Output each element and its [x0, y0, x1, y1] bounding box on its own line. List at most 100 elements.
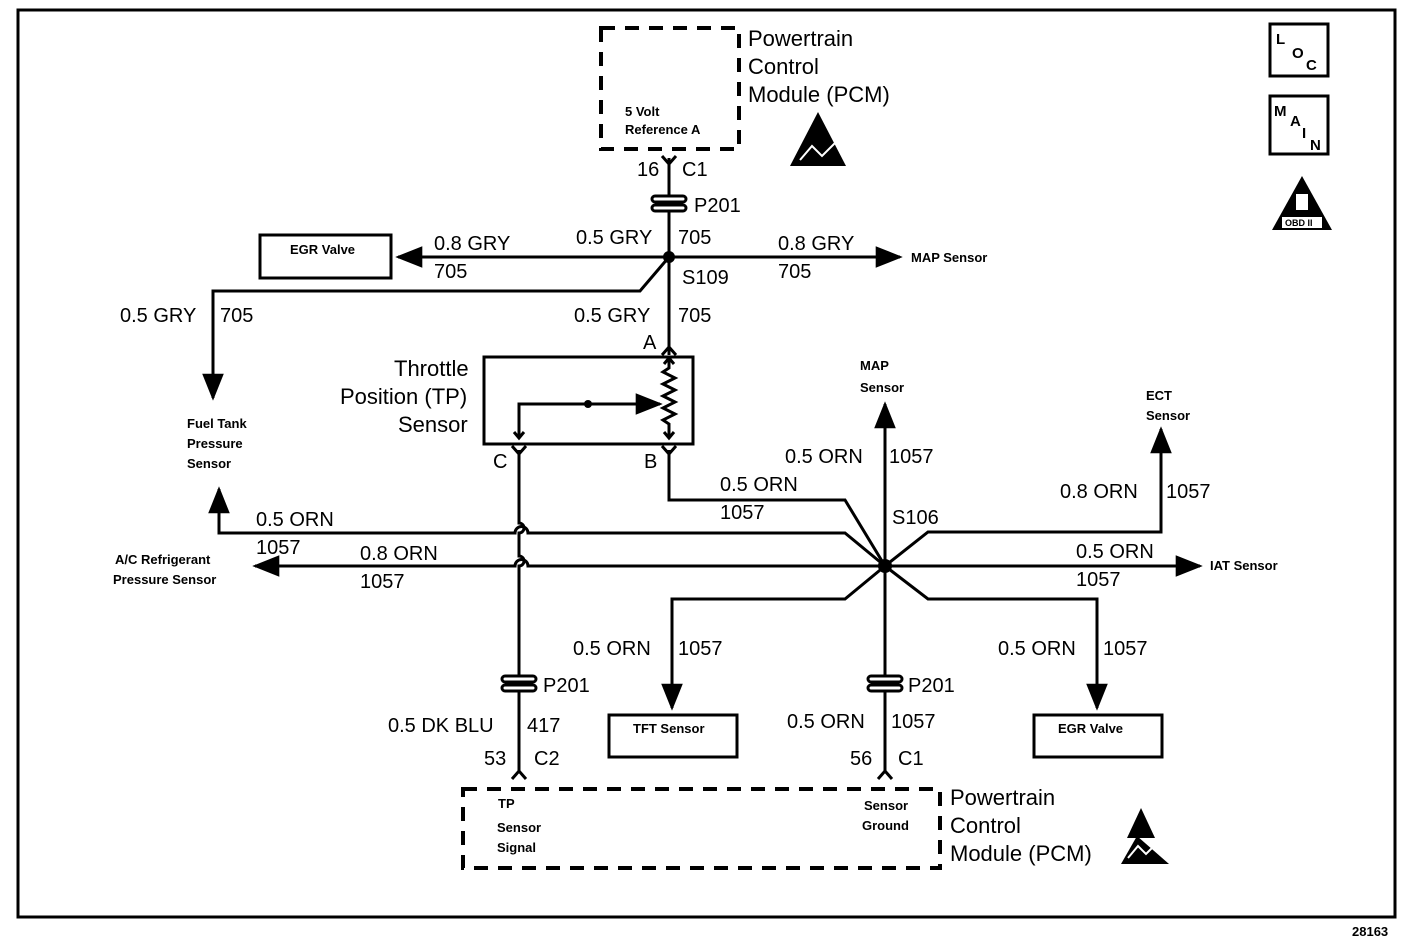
wire-label-1057-iat: 1057 [1076, 569, 1121, 591]
p201-label-top: P201 [694, 195, 741, 217]
wire-label-orn-iat: 0.5 ORN [1076, 541, 1154, 563]
pcm-top-circuit-1: 5 Volt [625, 104, 660, 119]
map-sensor-top-label: MAP Sensor [911, 250, 987, 265]
svg-text:M: M [1274, 103, 1287, 120]
pcm-top-connector: C1 [682, 159, 708, 181]
tp-sensor-label-3: Sensor [398, 412, 468, 437]
wire-label-1057-ect: 1057 [1166, 481, 1211, 503]
tft-sensor-label: TFT Sensor [633, 721, 705, 736]
wire-label-orn-tft: 0.5 ORN [573, 638, 651, 660]
pcm-tp-signal-1: TP [498, 796, 515, 811]
wire-label-1057-gnd: 1057 [891, 711, 936, 733]
map-sensor-label-1: MAP [860, 358, 889, 373]
pcm-pin-53: 53 [484, 748, 506, 770]
wire-label-orn08-ect: 0.8 ORN [1060, 481, 1138, 503]
wire-label-orn-b: 0.5 ORN [720, 474, 798, 496]
pcm-tp-signal-3: Signal [497, 840, 536, 855]
p201-connector-top [650, 194, 688, 213]
svg-text:L: L [1276, 31, 1285, 48]
pcm-tp-signal-2: Sensor [497, 820, 541, 835]
wire-label-1057-map: 1057 [889, 446, 934, 468]
diagram-frame [16, 8, 1397, 919]
wire-label-orn-fuel: 0.5 ORN [256, 509, 334, 531]
p201-connector-right [866, 674, 904, 693]
ac-sensor-label-2: Pressure Sensor [113, 572, 216, 587]
pcm-top-circuit-2: Reference A [625, 122, 701, 137]
wire-label-dkblu: 0.5 DK BLU [388, 715, 494, 737]
wire-label-1057-b: 1057 [720, 502, 765, 524]
ac-sensor-label-1: A/C Refrigerant [115, 552, 211, 567]
s106-label: S106 [892, 507, 939, 529]
wire-label-orn08-ac: 0.8 ORN [360, 543, 438, 565]
egr-valve-top-label: EGR Valve [290, 242, 355, 257]
svg-text:C: C [1306, 57, 1317, 74]
wire-label-1057-ac: 1057 [360, 571, 405, 593]
pcm-connector-c2: C2 [534, 748, 560, 770]
pcm-bottom-box [461, 787, 942, 870]
egr-valve-bottom-label: EGR Valve [1058, 721, 1123, 736]
potentiometer-symbol [512, 355, 679, 441]
wire-label-1057-egr: 1057 [1103, 638, 1148, 660]
esd-triangle-icon [1121, 808, 1169, 864]
map-sensor-label-2: Sensor [860, 380, 904, 395]
iat-sensor-label: IAT Sensor [1210, 558, 1278, 573]
wire-label-705-right: 705 [778, 261, 811, 283]
pcm-bottom-title-3: Module (PCM) [950, 841, 1092, 866]
pcm-pin-56: 56 [850, 748, 872, 770]
main-icon: M A I N [1268, 94, 1330, 156]
wire-label-gry-fuel: 0.5 GRY [120, 305, 196, 327]
tp-sensor-label-2: Position (TP) [340, 384, 467, 409]
pcm-bottom-title-2: Control [950, 813, 1021, 838]
svg-text:O: O [1292, 45, 1304, 62]
pcm-top-title-1: Powertrain [748, 26, 853, 51]
wire-label-705-tp: 705 [678, 305, 711, 327]
ect-sensor-label-2: Sensor [1146, 408, 1190, 423]
pcm-connector-c1: C1 [898, 748, 924, 770]
fuel-tank-label-1: Fuel Tank [187, 416, 247, 431]
p201-connector-left [500, 674, 538, 693]
wire-label-gry-top: 0.5 GRY [576, 227, 652, 249]
wire-label-orn-map: 0.5 ORN [785, 446, 863, 468]
svg-text:I: I [1302, 125, 1306, 142]
p201-label-left: P201 [543, 675, 590, 697]
connector-pin-16 [660, 155, 678, 167]
obd-ii-icon: OBD II [1272, 176, 1332, 230]
pcm-ground-1: Sensor [864, 798, 908, 813]
tft-sensor-box [607, 713, 739, 759]
pcm-top-pin: 16 [637, 159, 659, 181]
pcm-top-title-3: Module (PCM) [748, 82, 890, 107]
figure-number: 28163 [1352, 924, 1388, 939]
esd-triangle-icon [790, 112, 846, 166]
wire-label-417: 417 [527, 715, 560, 737]
svg-text:OBD II: OBD II [1285, 218, 1313, 228]
pcm-top-title-2: Control [748, 54, 819, 79]
tp-pin-b: B [644, 451, 657, 473]
wire-label-gry08-left: 0.8 GRY [434, 233, 510, 255]
wire-label-705-top: 705 [678, 227, 711, 249]
pcm-bottom-title-1: Powertrain [950, 785, 1055, 810]
pcm-ground-2: Ground [862, 818, 909, 833]
wire-label-1057-fuel: 1057 [256, 537, 301, 559]
wire-label-705-fuel: 705 [220, 305, 253, 327]
fuel-tank-label-2: Pressure [187, 436, 243, 451]
tp-pin-a: A [643, 332, 657, 354]
wire-label-705-left: 705 [434, 261, 467, 283]
s109-label: S109 [682, 267, 729, 289]
tp-sensor-label-1: Throttle [394, 356, 469, 381]
fuel-tank-label-3: Sensor [187, 456, 231, 471]
ect-sensor-label-1: ECT [1146, 388, 1172, 403]
wire-label-gry08-right: 0.8 GRY [778, 233, 854, 255]
p201-label-right: P201 [908, 675, 955, 697]
pcm-top-box [599, 26, 741, 151]
wire-label-gry-tp: 0.5 GRY [574, 305, 650, 327]
wire-label-orn-gnd: 0.5 ORN [787, 711, 865, 733]
wire-label-orn-egr: 0.5 ORN [998, 638, 1076, 660]
tp-pin-c: C [493, 451, 507, 473]
egr-valve-bottom-box [1032, 713, 1164, 759]
wire-label-1057-tft: 1057 [678, 638, 723, 660]
egr-valve-top-box [258, 233, 393, 280]
svg-text:N: N [1310, 137, 1321, 154]
svg-text:A: A [1290, 113, 1301, 130]
loc-icon: L O C [1268, 22, 1330, 78]
